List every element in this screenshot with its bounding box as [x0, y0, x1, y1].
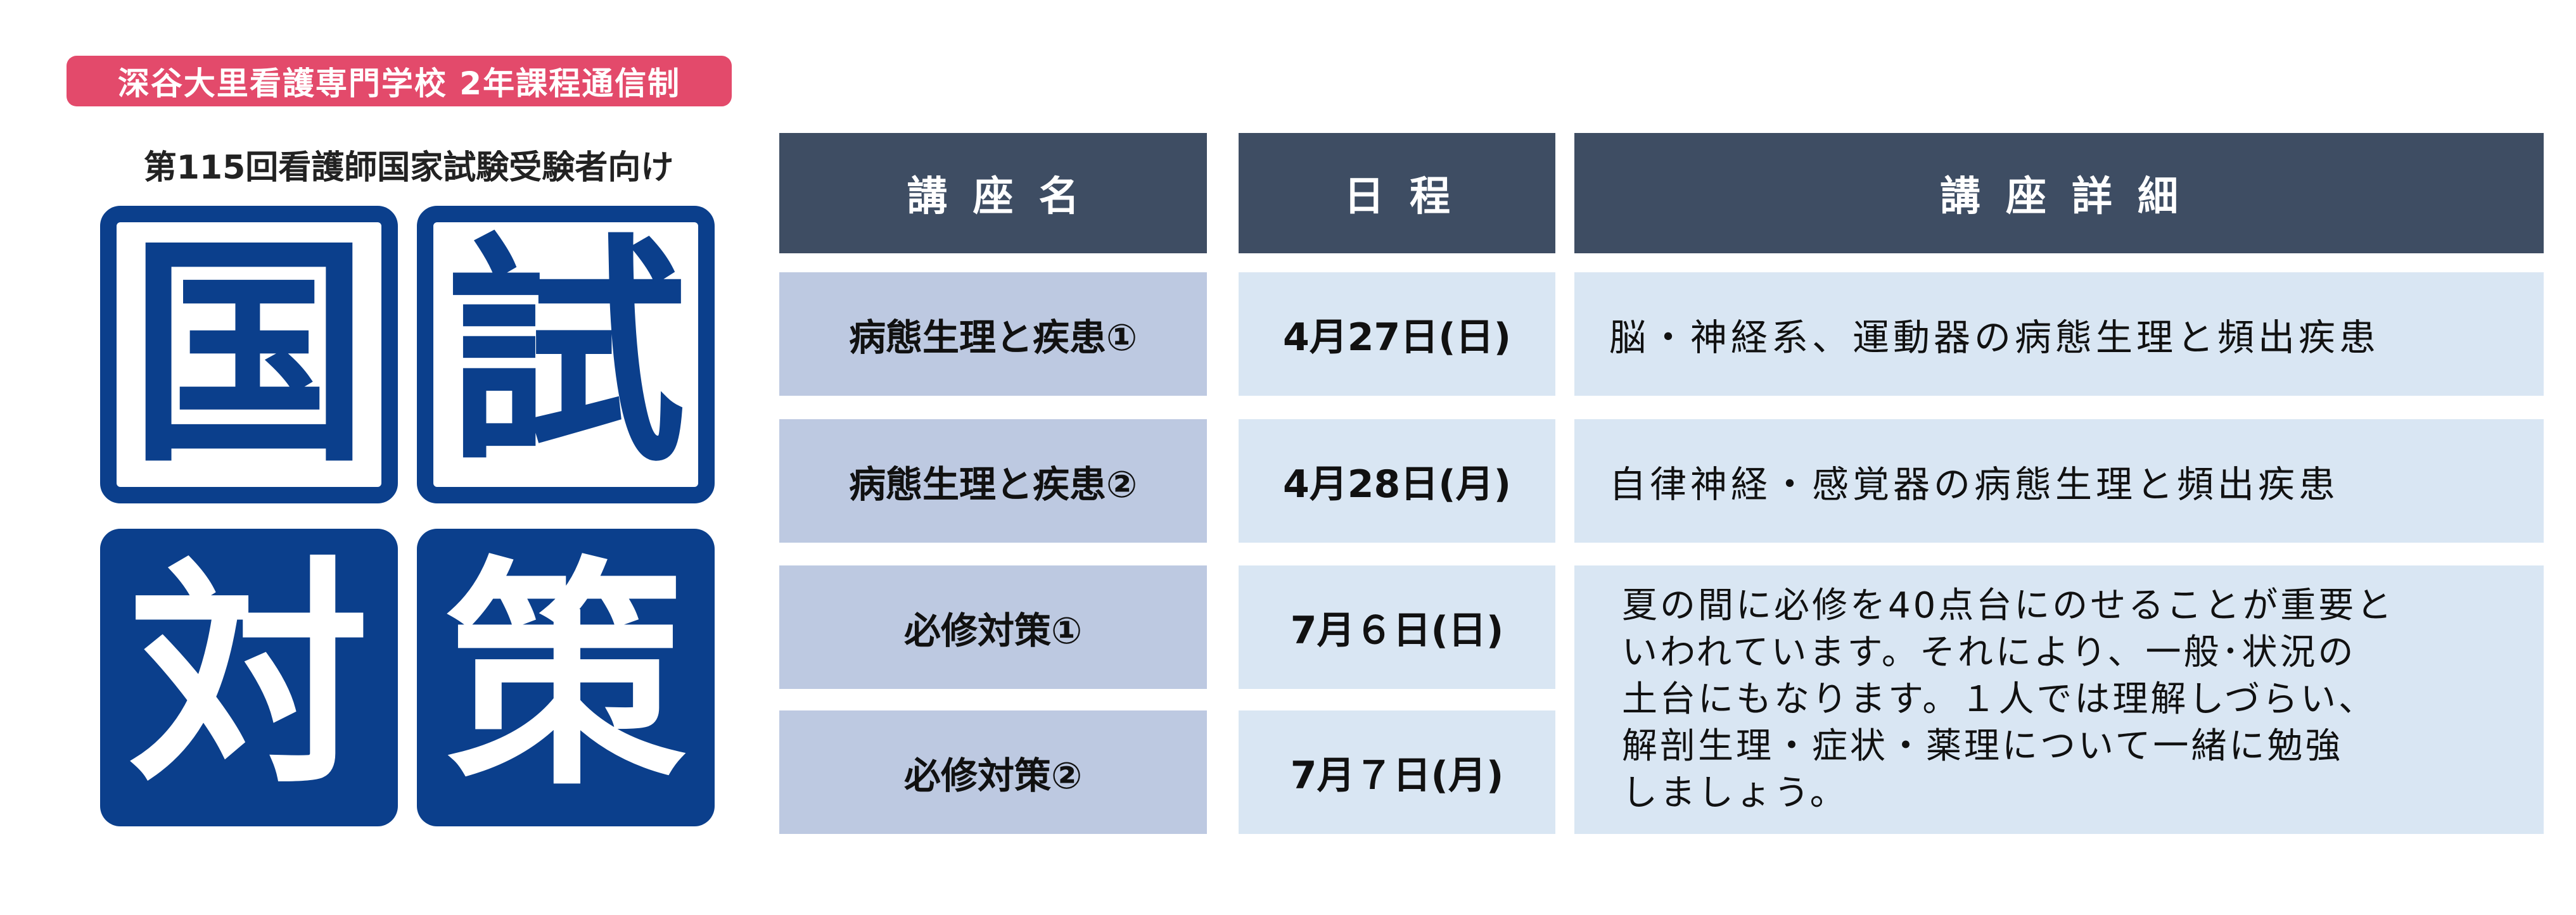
exam-title: 第115回看護師国家試験受験者向け [143, 149, 674, 187]
title-tile-saku: 策 [417, 529, 715, 826]
detail-line: 解剖生理・症状・薬理について一緒に勉強 [1622, 726, 2343, 767]
detail-line: しましょう。 [1622, 773, 1848, 814]
title-tile-koku: 国 [100, 206, 398, 503]
title-tile-tai: 対 [100, 529, 398, 826]
header-schedule: 日程 [1239, 133, 1555, 253]
row-4-name: 必修対策② [779, 710, 1207, 834]
detail-line: 夏の間に必修を40点台にのせることが重要と [1622, 585, 2395, 626]
row-2-date: 4月28日(月) [1239, 419, 1555, 543]
rows-3-4-detail: 夏の間に必修を40点台にのせることが重要と いわれています。それにより、一般･状… [1574, 565, 2544, 834]
school-badge: 深谷大里看護専門学校 2年課程通信制 [67, 56, 732, 106]
row-4-date: 7月７日(月) [1239, 710, 1555, 834]
row-2-name: 病態生理と疾患② [779, 419, 1207, 543]
title-tile-shi: 試 [417, 206, 715, 503]
row-1-detail: 脳・神経系、運動器の病態生理と頻出疾患 [1574, 272, 2544, 396]
row-2-detail: 自律神経・感覚器の病態生理と頻出疾患 [1574, 419, 2544, 543]
row-3-name: 必修対策① [779, 565, 1207, 689]
header-course-name: 講座名 [779, 133, 1207, 253]
row-3-date: 7月６日(日) [1239, 565, 1555, 689]
row-1-date: 4月27日(日) [1239, 272, 1555, 396]
detail-line: 土台にもなります。１人では理解しづらい、 [1622, 679, 2377, 720]
detail-line: いわれています。それにより、一般･状況の [1622, 632, 2356, 673]
header-course-detail: 講座詳細 [1574, 133, 2544, 253]
row-1-name: 病態生理と疾患① [779, 272, 1207, 396]
